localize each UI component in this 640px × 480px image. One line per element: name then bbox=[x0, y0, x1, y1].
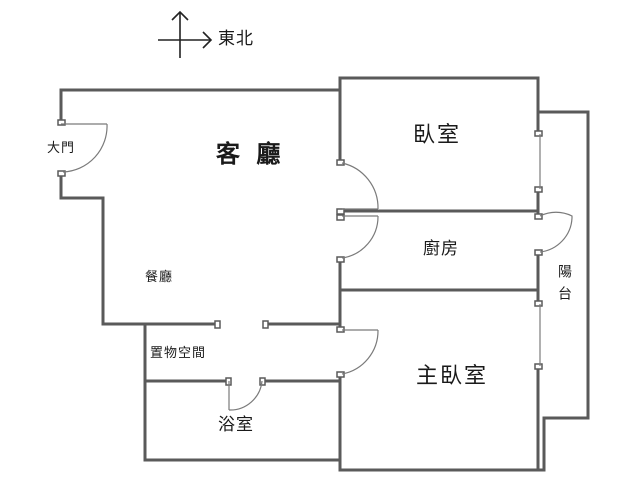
room-label-main-door: 大門 bbox=[47, 141, 76, 156]
room-label-bedroom: 臥室 bbox=[413, 123, 462, 148]
room-label-dining: 餐廳 bbox=[145, 270, 174, 285]
room-label-master-bedroom: 主臥室 bbox=[416, 364, 489, 389]
room-label-bathroom: 浴室 bbox=[218, 415, 254, 435]
room-label-storage: 置物空間 bbox=[150, 346, 207, 361]
walls bbox=[59, 76, 590, 472]
compass-label: 東北 bbox=[218, 29, 254, 49]
room-label-kitchen: 廚房 bbox=[423, 239, 459, 259]
room-label-balcony: 陽台 bbox=[556, 264, 572, 308]
compass-icon bbox=[158, 10, 213, 58]
door-jambs bbox=[57, 119, 543, 386]
room-label-living: 客 廳 bbox=[216, 140, 285, 168]
door-swings bbox=[61, 123, 573, 411]
